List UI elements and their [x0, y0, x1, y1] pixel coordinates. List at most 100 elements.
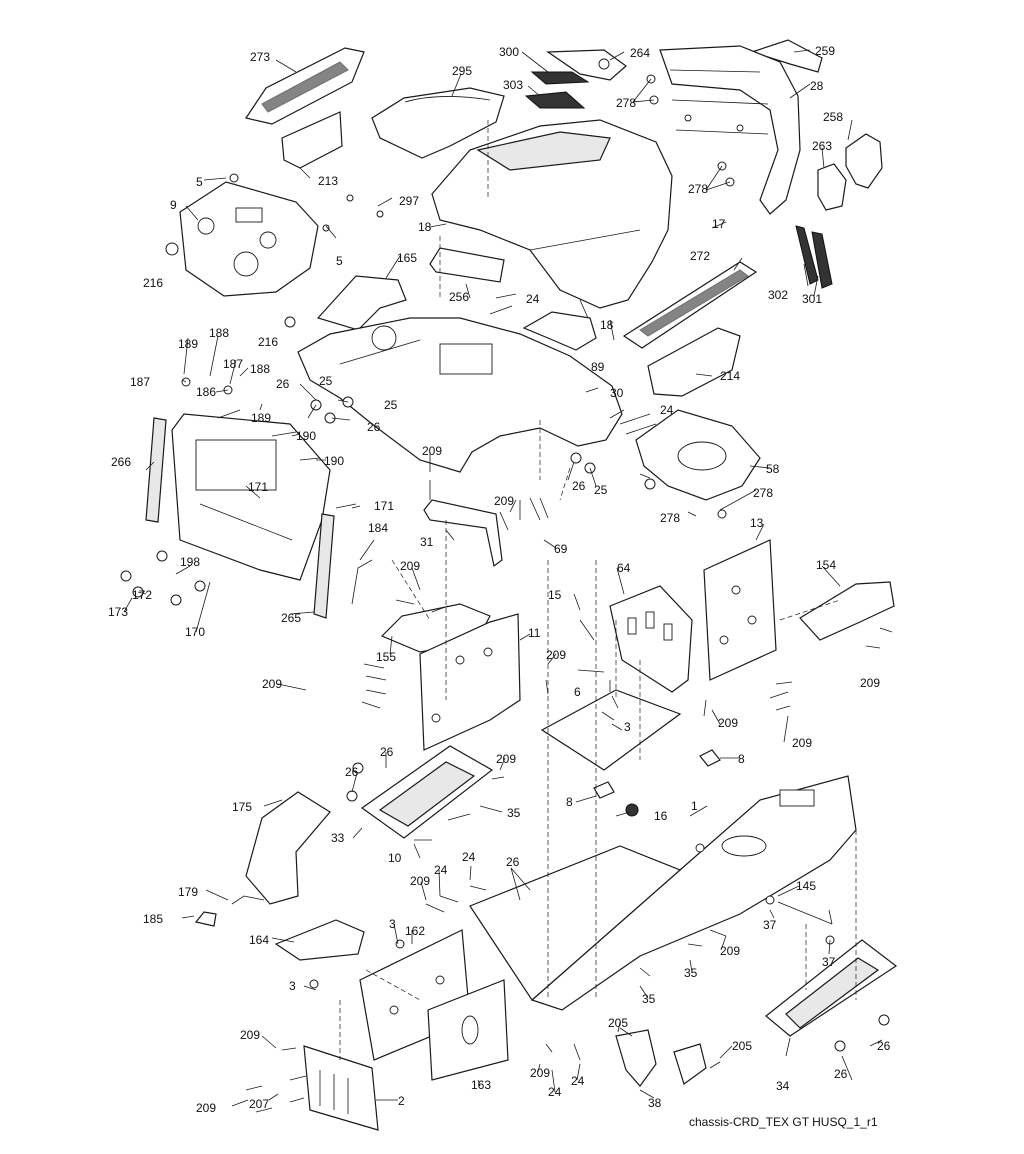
callout-164: 164: [249, 933, 269, 947]
part-163-plate: [427, 979, 509, 1081]
callout-207: 207: [249, 1097, 269, 1111]
part-6-plate: [540, 689, 682, 771]
callout-24-c: 24: [462, 850, 476, 864]
callout-64: 64: [617, 561, 631, 575]
callout-216-a: 216: [143, 276, 163, 290]
callout-26-g: 26: [877, 1039, 891, 1053]
callout-10: 10: [388, 851, 402, 865]
part-2-bracket: [303, 1045, 379, 1131]
callout-264: 264: [630, 46, 650, 60]
callout-165: 165: [397, 251, 417, 265]
part-8-clip-a: [699, 749, 721, 767]
callout-25-b: 25: [384, 398, 398, 412]
callout-209-l: 209: [240, 1028, 260, 1042]
callout-185: 185: [143, 912, 163, 926]
part-34-footrest: [765, 939, 898, 1037]
part-213-bracket: [281, 111, 343, 179]
callout-38: 38: [648, 1096, 662, 1110]
callout-25-a: 25: [319, 374, 333, 388]
part-295-hood-top: [371, 87, 505, 159]
part-16-grommet: [625, 803, 639, 817]
callout-189-b: 189: [251, 411, 271, 425]
callout-8-b: 8: [566, 795, 573, 809]
callout-297: 297: [399, 194, 419, 208]
callout-209-d: 209: [262, 677, 282, 691]
callout-188-a: 188: [209, 326, 229, 340]
part-300-strip: [530, 71, 590, 85]
callout-301: 301: [802, 292, 822, 306]
callout-209-n: 209: [196, 1101, 216, 1115]
callout-31: 31: [420, 535, 434, 549]
callout-16: 16: [654, 809, 668, 823]
callout-214: 214: [720, 369, 740, 383]
part-1-frame: [469, 775, 857, 1011]
callout-187-b: 187: [223, 357, 243, 371]
part-9-dash: [179, 181, 319, 297]
callout-170: 170: [185, 625, 205, 639]
part-256-cover: [429, 247, 505, 283]
part-302-strip: [795, 225, 819, 285]
callout-9: 9: [170, 198, 177, 212]
callout-265: 265: [281, 611, 301, 625]
part-164-bracket: [274, 919, 365, 961]
part-13-plate: [703, 539, 777, 681]
callout-18-a: 18: [418, 220, 432, 234]
callout-30: 30: [610, 386, 624, 400]
part-28-front-body: [659, 45, 801, 215]
part-266-rail: [145, 417, 167, 523]
part-273-grille: [245, 47, 365, 125]
part-185-pedal: [194, 911, 217, 927]
callout-198: 198: [180, 555, 200, 569]
part-31-bracket: [423, 499, 503, 568]
callout-302: 302: [768, 288, 788, 302]
callout-273: 273: [250, 50, 270, 64]
callout-17: 17: [712, 217, 726, 231]
callout-155: 155: [376, 650, 396, 664]
callout-24-a: 24: [526, 292, 540, 306]
part-154-bracket: [799, 581, 895, 641]
callout-3-b: 3: [389, 917, 396, 931]
callout-300: 300: [499, 45, 519, 59]
callout-24-b: 24: [660, 403, 674, 417]
callout-163: 163: [471, 1078, 491, 1092]
callout-3-a: 3: [624, 720, 631, 734]
callout-3-c: 3: [289, 979, 296, 993]
callout-labels: 273 295 300 303 264 259 28 278 258 263 2…: [108, 44, 891, 1115]
callout-24-e: 24: [548, 1085, 562, 1099]
part-64-plate: [609, 585, 693, 693]
part-205-bracket: [673, 1043, 707, 1085]
callout-5-b: 5: [336, 254, 343, 268]
callout-35-a: 35: [507, 806, 521, 820]
callout-25-c: 25: [594, 483, 608, 497]
callout-278-c: 278: [753, 486, 773, 500]
callout-24-f: 24: [571, 1074, 585, 1088]
callout-1: 1: [691, 799, 698, 813]
callout-209-m: 209: [530, 1066, 550, 1080]
callout-278-a: 278: [616, 96, 636, 110]
callout-256: 256: [449, 290, 469, 304]
callout-205-b: 205: [732, 1039, 752, 1053]
callout-209-f: 209: [860, 676, 880, 690]
callout-263: 263: [812, 139, 832, 153]
callout-278-b: 278: [688, 182, 708, 196]
callout-6: 6: [574, 685, 581, 699]
part-264-lens: [546, 49, 627, 81]
callout-179: 179: [178, 885, 198, 899]
callout-58: 58: [766, 462, 780, 476]
callout-190-b: 190: [324, 454, 344, 468]
callout-26-e: 26: [345, 765, 359, 779]
part-58-cover: [635, 409, 761, 501]
callout-145: 145: [796, 879, 816, 893]
callout-13: 13: [750, 516, 764, 530]
callout-26-b: 26: [367, 420, 381, 434]
callout-190-a: 190: [296, 429, 316, 443]
callout-172: 172: [132, 588, 152, 602]
callout-11: 11: [528, 626, 541, 640]
assembly-lines: [339, 120, 857, 1060]
callout-26-c: 26: [572, 479, 586, 493]
callout-259: 259: [815, 44, 835, 58]
part-33-footrest: [360, 745, 494, 839]
callout-35-b: 35: [684, 966, 698, 980]
part-214-bumper: [647, 327, 741, 397]
